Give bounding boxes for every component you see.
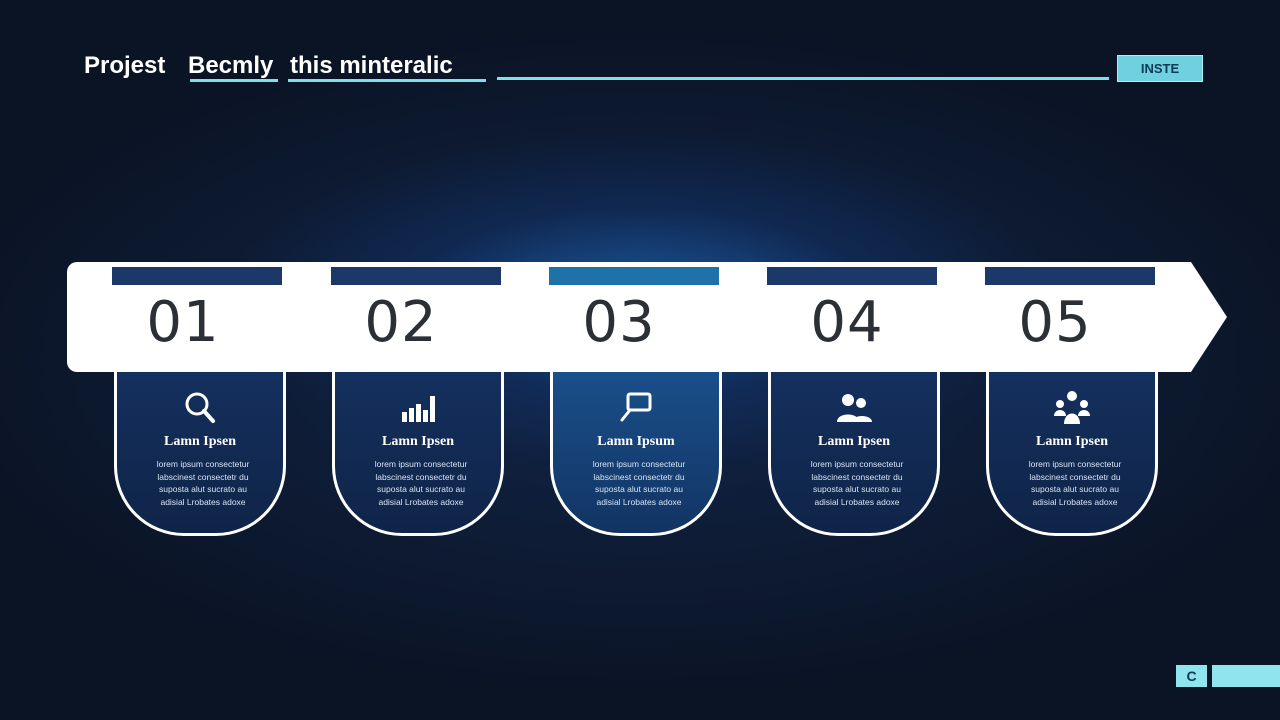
header: Projest Becmly this minteralic INSTE [84, 50, 1204, 86]
header-rule [497, 77, 1109, 80]
footer-bar [1212, 665, 1280, 687]
step-2-title: Lamn Ipsen [382, 434, 454, 449]
step-4-text: lorem ipsum consectetur labscinest conse… [791, 458, 923, 508]
step-3-line-1: lorem ipsum consectetur [592, 459, 686, 469]
step-3-line-2: labscinest consectetr du [593, 471, 685, 482]
step-5-line-1: lorem ipsum consectetur [1028, 459, 1122, 469]
step-2-number: 02 [364, 290, 438, 355]
step-4-line-2: labscinest consectetr du [811, 471, 903, 482]
step-4-bar [767, 267, 937, 285]
step-5-bar [985, 267, 1155, 285]
step-2-line-3: suposta alut sucrato au [377, 484, 465, 494]
step-4-line-4: adisial Lrobates adoxe [814, 496, 900, 507]
step-2-line-1: lorem ipsum consectetur [374, 459, 468, 469]
step-2-line-2: labscinest consectetr du [375, 471, 467, 482]
step-1-card: Lamn Ipsen lorem ipsum consectetur labsc… [114, 372, 286, 536]
step-4-title: Lamn Ipsen [818, 434, 890, 449]
step-1-line-2: labscinest consectetr du [157, 471, 249, 482]
title-word-3: this minteralic [290, 52, 453, 79]
step-1-bar [112, 267, 282, 285]
step-5-text: lorem ipsum consectetur labscinest conse… [1009, 458, 1141, 508]
bar-chart-icon [402, 396, 435, 422]
step-2-text: lorem ipsum consectetur labscinest conse… [355, 458, 487, 508]
step-1-line-3: suposta alut sucrato au [159, 484, 247, 494]
step-3-line-4: adisial Lrobates adoxe [596, 496, 682, 507]
title-underline-2 [288, 79, 486, 82]
title-underline-1 [190, 79, 278, 82]
step-5-line-3: suposta alut sucrato au [1031, 484, 1119, 494]
step-1-line-1: lorem ipsum consectetur [156, 459, 250, 469]
title-word-1: Projest [84, 52, 166, 79]
step-4-number: 04 [810, 290, 884, 355]
step-4-card: Lamn Ipsen lorem ipsum consectetur labsc… [768, 372, 940, 536]
step-5-line-2: labscinest consectetr du [1029, 471, 1121, 482]
step-5-card: Lamn Ipsen lorem ipsum consectetur labsc… [986, 372, 1158, 536]
step-3-title: Lamn Ipsum [597, 434, 675, 449]
step-5-title: Lamn Ipsen [1036, 434, 1108, 449]
team-icon [1054, 391, 1090, 424]
step-5-number: 05 [1018, 290, 1092, 355]
step-1-text: lorem ipsum consectetur labscinest conse… [137, 458, 269, 508]
step-3-number: 03 [582, 290, 656, 355]
step-5-line-4: adisial Lrobates adoxe [1032, 496, 1118, 507]
step-1-line-4: adisial Lrobates adoxe [160, 496, 246, 507]
step-2-bar [331, 267, 501, 285]
step-2-card: Lamn Ipsen lorem ipsum consectetur labsc… [332, 372, 504, 536]
step-1-title: Lamn Ipsen [164, 434, 236, 449]
title-word-2: Becmly [188, 52, 274, 79]
step-1-number: 01 [146, 290, 220, 355]
magnifier-icon [185, 392, 215, 423]
step-3-text: lorem ipsum consectetur labscinest conse… [573, 458, 705, 508]
chat-bubble-icon [620, 392, 652, 422]
step-3-bar [549, 267, 719, 285]
people-icon [837, 394, 872, 422]
step-4-line-3: suposta alut sucrato au [813, 484, 901, 494]
step-4-line-1: lorem ipsum consectetur [810, 459, 904, 469]
header-badge: INSTE [1117, 55, 1203, 82]
step-3-line-3: suposta alut sucrato au [595, 484, 683, 494]
step-3-card: Lamn Ipsum lorem ipsum consectetur labsc… [550, 372, 722, 536]
footer-c-badge: C [1176, 665, 1207, 687]
step-2-line-4: adisial Lrobates adoxe [378, 496, 464, 507]
